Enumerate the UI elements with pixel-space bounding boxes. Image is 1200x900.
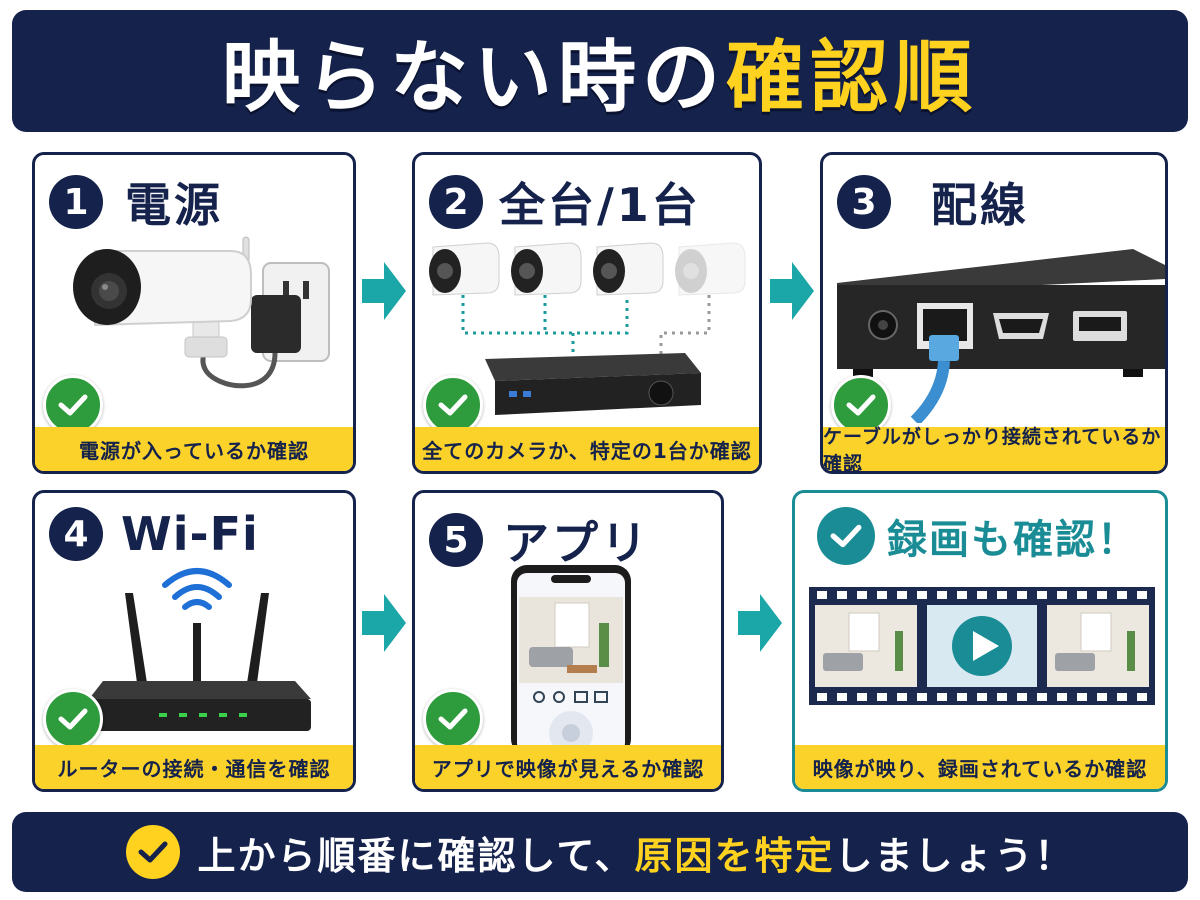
check-icon [43, 375, 103, 435]
check-icon [423, 375, 483, 435]
step-number: 4 [49, 507, 103, 561]
check-circle-icon [817, 507, 875, 565]
step-number: 5 [429, 513, 483, 567]
step-header: 2 全台/1台 [429, 169, 701, 235]
footer-banner: 上から順番に確認して、原因を特定しましょう！ [12, 812, 1188, 892]
record-check-card: 録画も確認！ 映像が映り、録画されているか確認 [792, 490, 1168, 792]
step-caption: ケーブルがしっかり接続されているか確認 [823, 426, 1165, 471]
footer-text-part-2: しましょう！ [834, 833, 1075, 878]
arrow-right-icon [362, 262, 406, 320]
footer-message: 上から順番に確認して、原因を特定しましょう！ [198, 825, 1075, 880]
step-card-wiring: 3 配線 ケーブルがしっかり接続されているか確認 [820, 152, 1168, 474]
step-title: 配線 [931, 178, 1029, 232]
step-caption: ルーターの接続・通信を確認 [35, 745, 353, 789]
step-title: アプリ [503, 516, 650, 570]
cameras-nvr-illustration [429, 242, 746, 415]
router-illustration [89, 568, 311, 731]
step-header: 3 配線 [837, 169, 1029, 235]
step-caption: アプリで映像が見えるか確認 [415, 745, 721, 789]
step-card-wifi: 4 Wi-Fi ルーターの接続・通信を確認 [32, 490, 356, 792]
step-header: 4 Wi-Fi [49, 507, 259, 561]
step-number: 3 [837, 175, 891, 229]
title-white-part: 映らない時の [221, 33, 726, 123]
check-icon [43, 689, 103, 749]
step-caption: 電源が入っているか確認 [35, 427, 353, 471]
step-title: 全台/1台 [499, 178, 701, 232]
nvr-ports-illustration [837, 249, 1165, 423]
camera-power-illustration [73, 236, 330, 389]
record-title: 録画も確認！ [887, 517, 1139, 563]
record-header: 録画も確認！ [817, 507, 1139, 565]
step-title: 電源 [125, 178, 223, 232]
step-card-power: 1 電源 電源が入っているか確認 [32, 152, 356, 474]
step-title: Wi-Fi [121, 507, 259, 561]
footer-text-part-1: 上から順番に確認して、 [197, 833, 635, 878]
title-yellow-part: 確認順 [726, 33, 979, 123]
film-strip-illustration [809, 587, 1155, 705]
step-number: 1 [49, 175, 103, 229]
title-banner: 映らない時の確認順 [12, 10, 1188, 132]
check-circle-icon [125, 825, 180, 879]
footer-highlight: 原因を特定 [634, 833, 835, 878]
step-caption: 全てのカメラか、特定の1台か確認 [415, 427, 759, 471]
step-header: 1 電源 [49, 169, 223, 235]
smartphone-app-illustration [511, 565, 631, 749]
record-caption: 映像が映り、録画されているか確認 [795, 745, 1165, 789]
page-title: 映らない時の確認順 [222, 15, 978, 127]
step-card-app: 5 アプリ アプリで映像が見えるか確認 [412, 490, 724, 792]
check-icon [423, 689, 483, 749]
step-header: 5 アプリ [429, 507, 650, 573]
step-card-cameras: 2 全台/1台 全てのカメラか、特定の1台か確認 [412, 152, 762, 474]
arrow-right-icon [362, 594, 406, 652]
arrow-right-icon [770, 262, 814, 320]
check-icon [831, 375, 891, 435]
step-number: 2 [429, 175, 483, 229]
arrow-right-icon [738, 594, 782, 652]
